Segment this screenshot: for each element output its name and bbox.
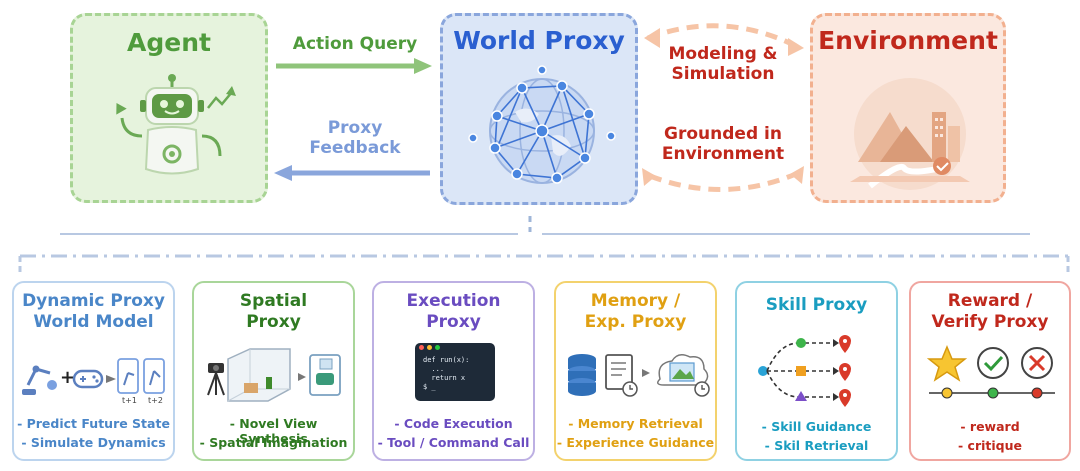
- card-title-line1: Spatial: [239, 291, 308, 311]
- world-proxy-box: World Proxy: [440, 13, 638, 205]
- code-line: def run(x):: [423, 356, 470, 364]
- card-execution-proxy: Execution Proxy def run(x): ... return x…: [372, 281, 535, 461]
- landscape-city-icon: [850, 78, 970, 190]
- robot-arm-icon: + t+1 t+2: [22, 358, 165, 405]
- card-title-line1: Memory /: [590, 291, 681, 311]
- proxy-feedback-line1: Proxy: [327, 118, 383, 138]
- code-line: $ _: [423, 383, 436, 391]
- proxy-feedback-label: Proxy Feedback: [285, 118, 425, 159]
- x-circle-icon: [1021, 347, 1053, 379]
- card-title: Memory / Exp. Proxy: [556, 291, 715, 334]
- card-bullet-1: - Memory Retrieval: [568, 416, 703, 431]
- t1-label: t+1: [122, 396, 137, 405]
- card-bullet-2: - Skil Retrieval: [764, 438, 869, 453]
- card-title-line2: Exp. Proxy: [584, 312, 687, 333]
- card-bullet-1: - Code Execution: [394, 416, 513, 431]
- card-spatial-proxy: Spatial Proxy - Novel View Synthesis - S…: [192, 281, 355, 461]
- robot-icon: [116, 74, 236, 175]
- card-bullet-2: - Spatial Imagination: [199, 435, 348, 450]
- card-bullet-2: - Simulate Dynamics: [21, 435, 166, 450]
- card-bullet-2: - Experience Guidance: [556, 435, 715, 450]
- card-title: Spatial Proxy: [194, 291, 353, 334]
- star-icon: [926, 345, 968, 382]
- card-title: Execution Proxy: [374, 291, 533, 334]
- camera-tripod-icon: [207, 348, 341, 402]
- image-cloud-icon: [657, 354, 710, 397]
- modeling-line1: Modeling &: [668, 44, 778, 64]
- database-icon: [568, 354, 710, 397]
- card-bullet-2: - Tool / Command Call: [377, 435, 530, 450]
- card-bullet-1: - reward: [960, 419, 1020, 434]
- proxy-feedback-line2: Feedback: [309, 138, 401, 159]
- connector-lines: [18, 216, 1070, 272]
- simulation-loop-arrows: [642, 23, 804, 192]
- card-dynamic-proxy: Dynamic Proxy World Model + t+1 t+2 - Pr…: [12, 281, 175, 461]
- card-memory-proxy: Memory / Exp. Proxy - Memory Retrieval -…: [554, 281, 717, 461]
- card-title-line1: Skill Proxy: [765, 295, 868, 315]
- card-bullet-2: - critique: [958, 438, 1022, 453]
- modeling-line2: Simulation: [671, 64, 775, 85]
- card-title: Reward / Verify Proxy: [911, 291, 1069, 334]
- globe-network-icon: [468, 65, 616, 184]
- environment-title: Environment: [818, 26, 998, 55]
- action-query-arrow: [276, 58, 432, 74]
- agent-box: Agent: [70, 13, 268, 203]
- world-proxy-title: World Proxy: [453, 26, 625, 55]
- card-title: Skill Proxy: [737, 295, 896, 316]
- grounded-line2: Environment: [661, 144, 785, 165]
- card-reward-proxy: Reward / Verify Proxy - reward - critiqu…: [909, 281, 1071, 461]
- card-title-line2: World Model: [33, 312, 154, 333]
- card-title: Dynamic Proxy World Model: [14, 291, 173, 334]
- svg-text:+: +: [60, 367, 75, 388]
- check-circle-icon: [977, 347, 1009, 379]
- gamepad-icon: [72, 369, 104, 389]
- card-bullet-1: - Predict Future State: [17, 416, 170, 431]
- reward-icons: [926, 345, 1055, 399]
- modeling-simulation-label: Modeling & Simulation: [648, 44, 798, 85]
- card-title-line1: Execution: [406, 291, 501, 311]
- action-query-label: Action Query: [292, 34, 418, 54]
- location-pin-icon: [839, 335, 851, 407]
- card-skill-proxy: Skill Proxy - Skill Guidance - Skil Retr…: [735, 281, 898, 461]
- agent-title: Agent: [127, 28, 211, 57]
- environment-box: Environment: [810, 13, 1006, 203]
- terminal-window-icon: def run(x): ... return x $ _: [415, 343, 495, 401]
- card-title-line1: Dynamic Proxy: [22, 291, 165, 311]
- grounded-environment-label: Grounded in Environment: [648, 124, 798, 165]
- card-title-line2: Proxy: [426, 312, 481, 333]
- card-bullet-1: - Novel View Synthesis: [229, 416, 318, 446]
- card-bullet-1: - Skill Guidance: [761, 419, 872, 434]
- grounded-line1: Grounded in: [664, 124, 782, 144]
- document-clock-icon: [605, 354, 638, 397]
- code-line: return x: [423, 374, 466, 382]
- card-title-line2: Verify Proxy: [931, 312, 1049, 333]
- card-title-line1: Reward /: [947, 291, 1033, 311]
- code-line: ...: [423, 365, 445, 373]
- t2-label: t+2: [148, 396, 163, 405]
- proxy-feedback-arrow: [274, 165, 430, 181]
- skill-tree-icon: [758, 335, 851, 407]
- card-title-line2: Proxy: [246, 312, 301, 333]
